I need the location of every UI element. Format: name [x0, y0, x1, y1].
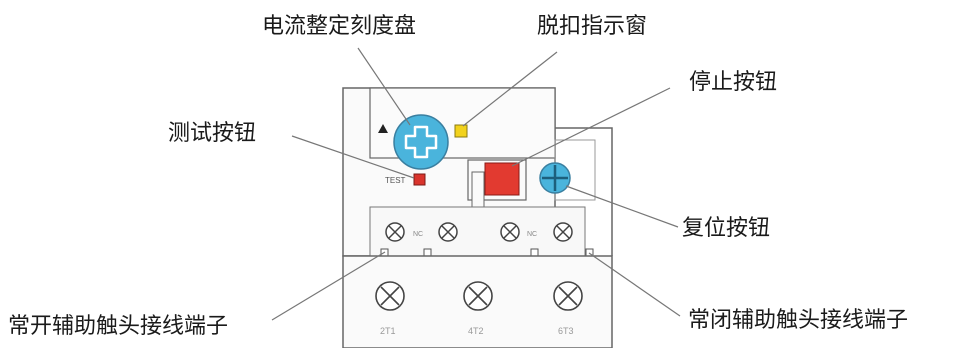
- main-terminal-screw[interactable]: [553, 281, 583, 311]
- trip-indicator-window: [454, 124, 468, 138]
- terminal-tab: [423, 248, 432, 257]
- current-dial[interactable]: [393, 114, 449, 170]
- triangle-marker-icon: [378, 124, 388, 133]
- label-dial: 电流整定刻度盘: [262, 14, 417, 39]
- label-reset-button: 复位按钮: [682, 216, 771, 241]
- terminal-label-6t3: 6T3: [558, 326, 574, 336]
- terminal-tab: [530, 248, 539, 257]
- nc-text-right: NC: [527, 231, 537, 238]
- aux-terminal-screw[interactable]: [438, 222, 458, 242]
- aux-terminal-screw[interactable]: [553, 222, 573, 242]
- main-terminal-screw[interactable]: [463, 281, 493, 311]
- label-test-button: 测试按钮: [168, 121, 257, 146]
- terminal-label-4t2: 4T2: [468, 326, 484, 336]
- nc-text-left: NC: [413, 231, 423, 238]
- aux-terminal-screw[interactable]: [385, 222, 405, 242]
- leader-line-test-button: [291, 135, 415, 179]
- label-nc-aux-terminal: 常闭辅助触头接线端子: [688, 308, 909, 333]
- test-button[interactable]: [413, 173, 426, 186]
- main-terminal-screw[interactable]: [375, 281, 405, 311]
- test-text: TEST: [385, 176, 406, 185]
- label-stop-button: 停止按钮: [689, 70, 778, 95]
- leader-line-trip-window: [462, 51, 558, 127]
- reset-button[interactable]: [539, 162, 571, 194]
- aux-terminal-strip: [369, 206, 586, 257]
- label-no-aux-terminal: 常开辅助触头接线端子: [8, 314, 229, 339]
- leader-line-stop-button: [511, 87, 671, 167]
- relay-right-housing: [555, 127, 613, 256]
- plus-slot-icon: [404, 125, 438, 159]
- aux-terminal-screw[interactable]: [500, 222, 520, 242]
- leader-line-no-terminal: [271, 251, 386, 321]
- leader-line-nc-terminal: [588, 252, 681, 317]
- terminal-label-2t1: 2T1: [380, 326, 396, 336]
- leader-line-dial: [357, 47, 411, 126]
- leader-line-reset-button: [565, 185, 679, 228]
- stop-button[interactable]: [484, 162, 520, 196]
- label-trip-window: 脱扣指示窗: [537, 14, 648, 39]
